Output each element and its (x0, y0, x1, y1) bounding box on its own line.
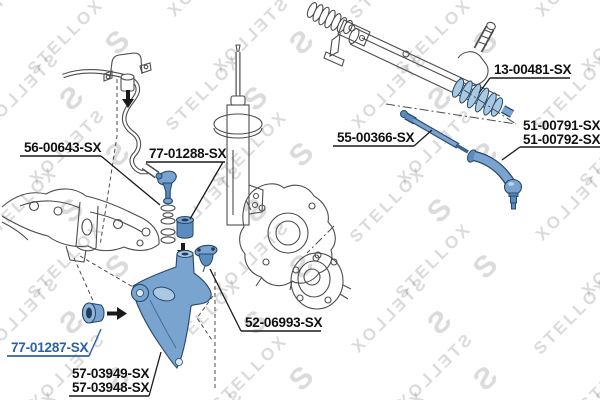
strut (213, 44, 264, 226)
part-label-control-arm-rear-bushing[interactable]: 77-01288-SX (149, 146, 227, 161)
stabilizer-link (155, 170, 177, 205)
stabilizer-bar (62, 68, 160, 179)
tie-rod-end (466, 149, 523, 210)
ball-joint (194, 244, 218, 273)
right-arrow-front-bushing (107, 307, 127, 320)
part-label-stabilizer-bushing-kit[interactable]: 56-00643-SX (24, 140, 102, 155)
steering-rack (306, 2, 501, 111)
rack-bellows (451, 78, 515, 118)
inner-tie-rod (400, 110, 469, 154)
control-arm (130, 249, 212, 369)
down-arrow-stabilizer-bushing (122, 90, 134, 108)
part-labels: 56-00643-SX 77-01288-SX 13-00481-SX 55-0… (11, 62, 600, 395)
part-label-control-arm-front-bushing-selected[interactable]: 77-01287-SX (11, 340, 89, 355)
leader-lines (7, 77, 600, 397)
control-arm-front-bushing (81, 302, 105, 324)
control-arm-rear-bushing (175, 215, 195, 239)
steering-knuckle (239, 183, 336, 291)
part-label-steering-rack-bellows[interactable]: 13-00481-SX (494, 62, 572, 77)
subframe (1, 188, 160, 263)
part-label-control-arm-2[interactable]: 57-03948-SX (72, 380, 150, 395)
stabilizer-bracket (103, 52, 152, 82)
part-label-tie-rod-end-2[interactable]: 51-00792-SX (523, 132, 600, 147)
part-label-tie-rod-end-1[interactable]: 51-00791-SX (523, 118, 600, 133)
construction-lines (73, 79, 517, 390)
link-washer-stack (160, 204, 176, 244)
part-label-inner-tie-rod[interactable]: 55-00366-SX (337, 130, 415, 145)
wheel-hub (290, 251, 352, 310)
part-label-ball-joint[interactable]: 52-06993-SX (245, 315, 323, 330)
stabilizer-bushing (120, 73, 135, 92)
part-label-control-arm-1[interactable]: 57-03949-SX (72, 366, 150, 381)
